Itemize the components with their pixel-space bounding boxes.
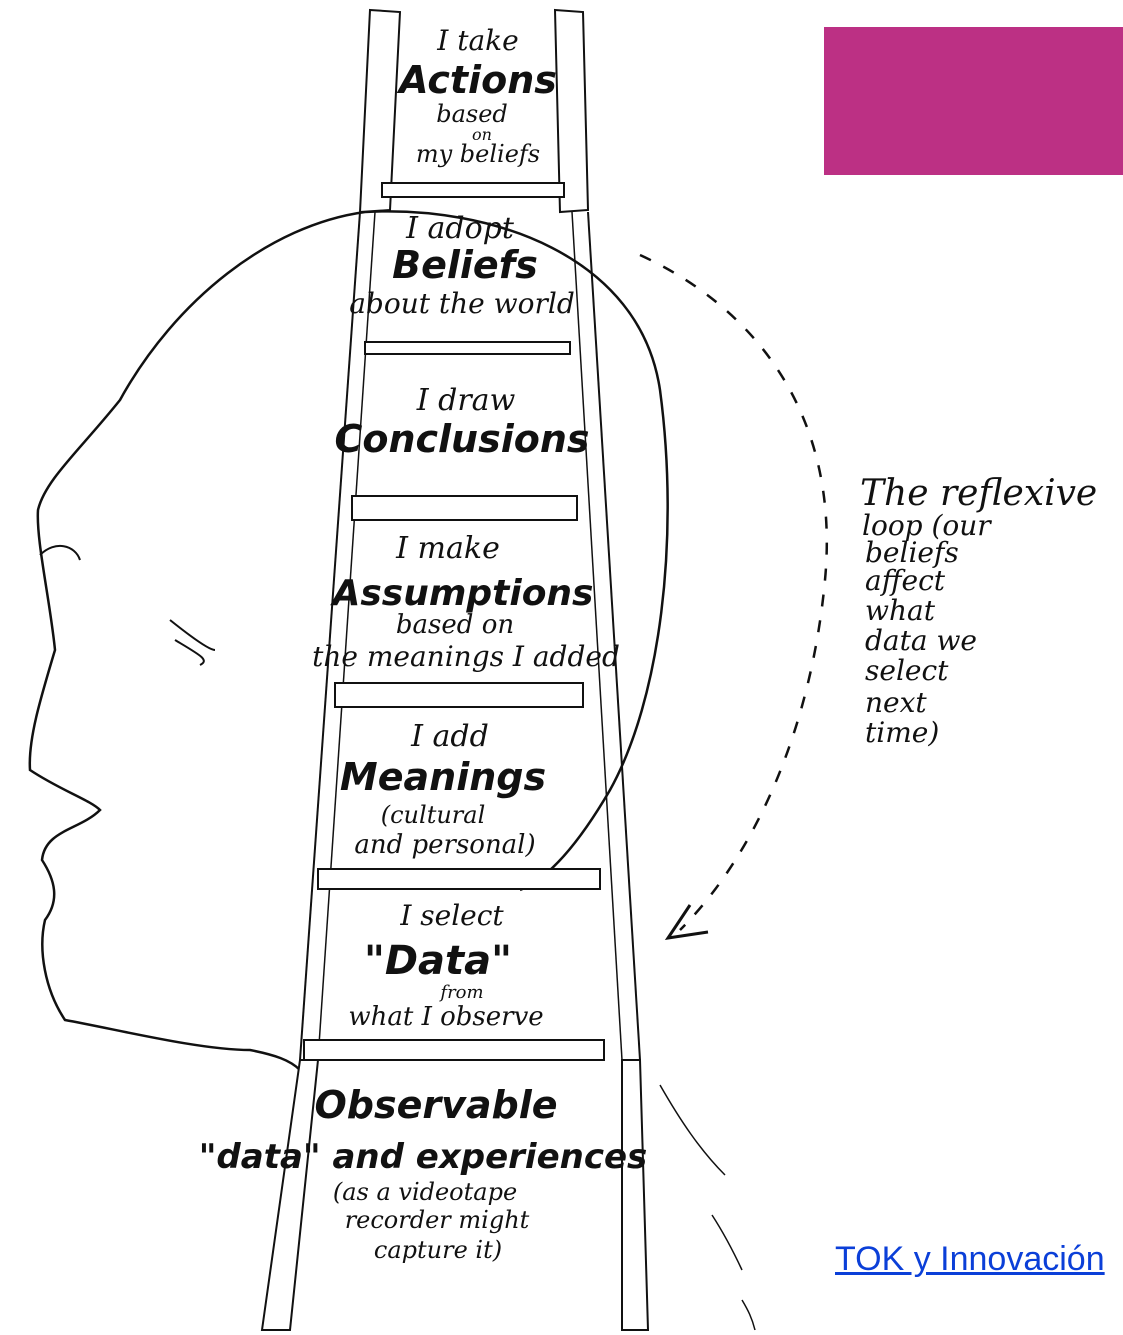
rung-conclusions-line1: I draw	[416, 383, 516, 418]
rung-beliefs-line1: I adopt	[405, 211, 515, 246]
rung-meanings-line4: and personal)	[354, 830, 535, 860]
ladder-left-rail-inner	[317, 211, 376, 1061]
loop-note-line: affect	[865, 564, 946, 597]
ladder-left-rail	[299, 211, 361, 1061]
reflexive-loop-arrow	[639, 253, 828, 931]
loop-note-line: what	[865, 594, 936, 627]
rung	[364, 341, 571, 355]
reflexive-loop-note: The reflexive loop (our beliefs affect w…	[860, 473, 1097, 749]
rung	[303, 1039, 605, 1061]
loop-note-line: next	[865, 686, 927, 719]
rung-observable: Observable "data" and experiences (as a …	[199, 1083, 648, 1264]
loop-note-line: select	[865, 654, 949, 687]
rung-assumptions: I make Assumptions based on the meanings…	[312, 531, 620, 673]
accent-box	[824, 27, 1123, 175]
rung-conclusions: I draw Conclusions	[334, 383, 589, 461]
rung-assumptions-line4: the meanings I added	[312, 640, 620, 673]
rung-meanings-line3: (cultural	[381, 801, 486, 829]
rung	[381, 182, 565, 198]
rung	[334, 682, 584, 708]
brow	[39, 545, 81, 561]
rung-observable-line3: (as a videotape	[333, 1178, 517, 1206]
rung-observable-line5: capture it)	[374, 1236, 502, 1264]
head-silhouette	[364, 210, 669, 892]
ladder-left-rail-bottom	[260, 1059, 320, 1331]
rung-beliefs-title: Beliefs	[392, 243, 538, 287]
rung-observable-title: Observable	[314, 1083, 557, 1127]
rung-actions: I take Actions based on my beliefs	[396, 24, 557, 168]
rung-actions-line3: based	[436, 100, 508, 128]
rung-meanings-line1: I add	[410, 719, 489, 754]
rung-actions-line4: on	[472, 125, 492, 144]
loop-note-line: loop (our	[862, 509, 992, 542]
rung	[351, 495, 578, 521]
rung-data: I select "Data" from what I observe	[348, 899, 543, 1032]
rung-meanings-title: Meanings	[340, 755, 546, 799]
ladder-left-rail-top	[358, 8, 402, 214]
rung	[317, 868, 601, 890]
sketch-line	[711, 1214, 743, 1271]
rung-data-line3: from	[438, 982, 483, 1003]
rung-assumptions-line1: I make	[395, 531, 500, 566]
rung-data-line1: I select	[399, 899, 504, 932]
loop-note-line: time)	[865, 716, 939, 749]
ear	[169, 619, 216, 666]
loop-note-title: The reflexive	[860, 473, 1097, 514]
ladder-right-rail-top	[553, 8, 590, 214]
face-profile	[28, 210, 366, 1071]
credit-link[interactable]: TOK y Innovación	[835, 1240, 1105, 1278]
loop-note-line: data we	[865, 624, 977, 657]
rung-observable-line2: "data" and experiences	[199, 1137, 648, 1177]
rung-data-line4: what I observe	[348, 1002, 543, 1032]
loop-note-line: beliefs	[865, 536, 959, 569]
rung-actions-line1: I take	[436, 24, 518, 57]
ladder-rungs	[303, 182, 605, 1061]
rung-assumptions-line3: based on	[396, 610, 514, 640]
rung-data-title: "Data"	[364, 938, 512, 984]
sketch-line	[659, 1084, 726, 1176]
ladder-right-rail-inner	[571, 211, 623, 1061]
rung-meanings: I add Meanings (cultural and personal)	[340, 719, 546, 860]
ladder-right-rail-bottom	[621, 1059, 650, 1331]
sketch-line	[741, 1299, 756, 1331]
rung-assumptions-title: Assumptions	[330, 573, 594, 614]
rung-observable-line4: recorder might	[345, 1206, 530, 1234]
rung-beliefs-line3: about the world	[349, 287, 575, 320]
ladder-right-rail	[587, 211, 641, 1061]
rung-actions-line5: my beliefs	[416, 140, 540, 168]
reflexive-loop-arrowhead	[664, 904, 709, 940]
rung-conclusions-title: Conclusions	[334, 417, 589, 461]
rung-beliefs: I adopt Beliefs about the world	[349, 211, 575, 320]
rung-actions-title: Actions	[396, 58, 557, 102]
